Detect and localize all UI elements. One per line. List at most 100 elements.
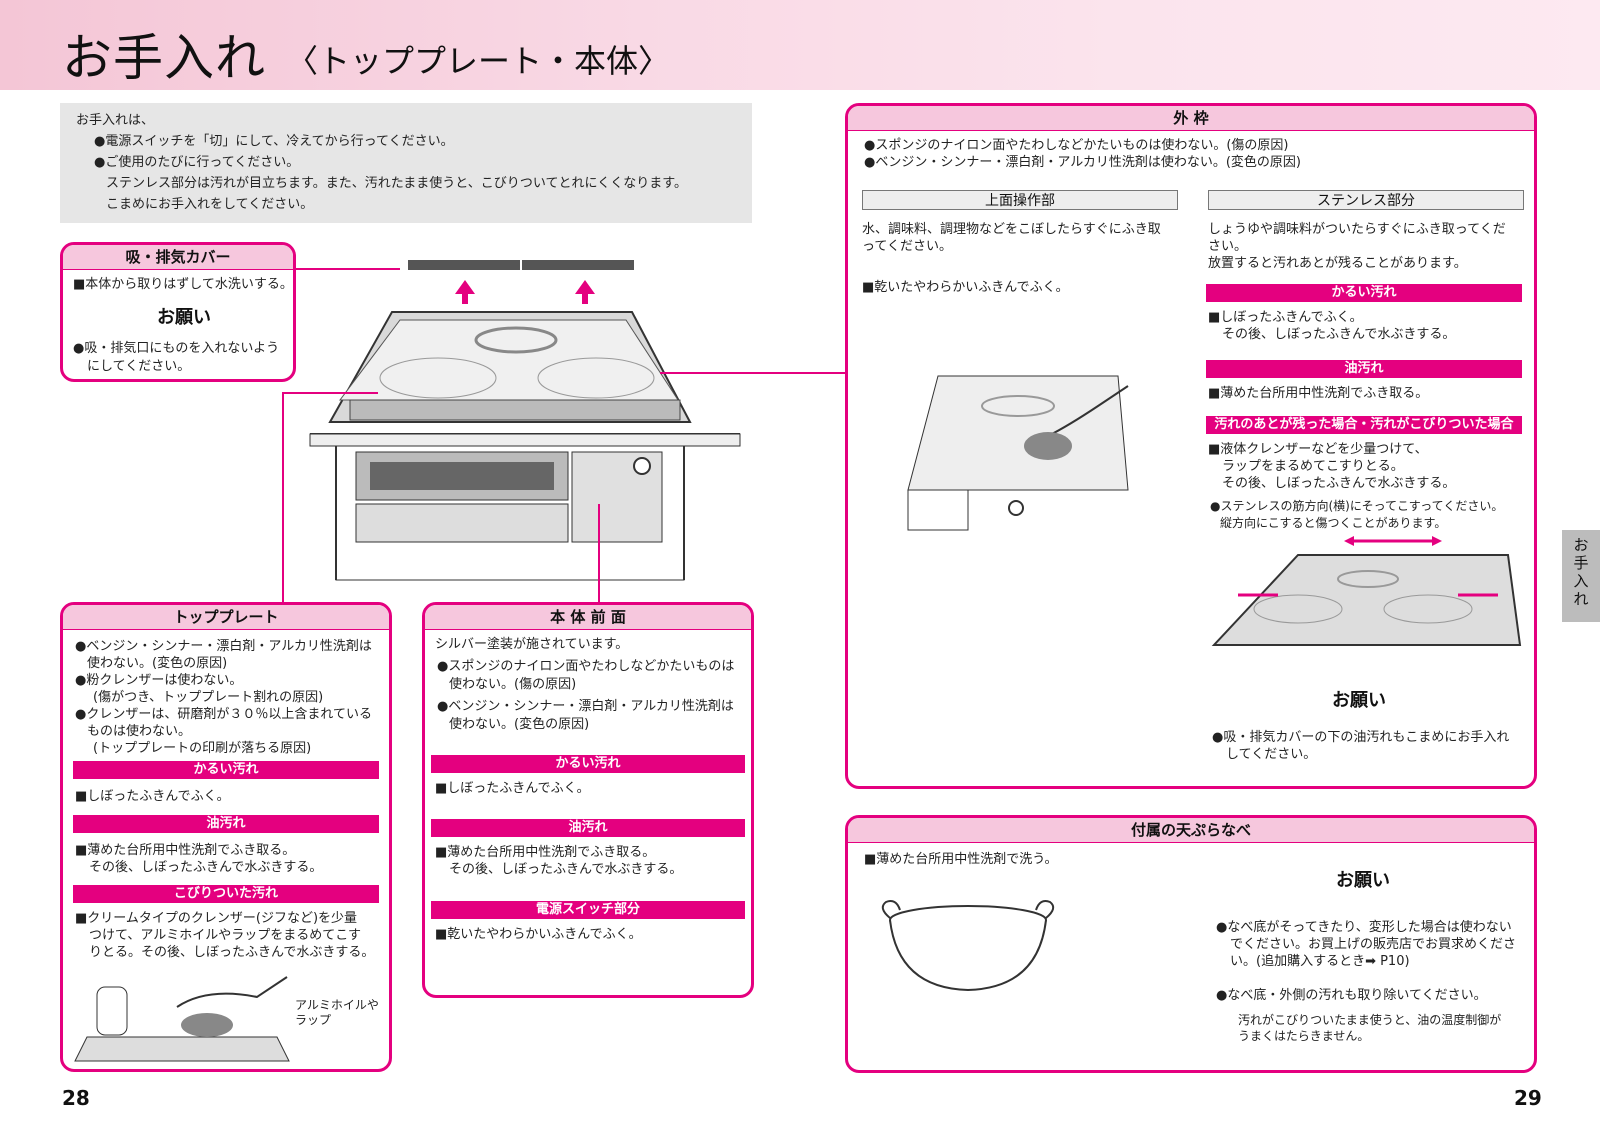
front-oil: その後、しぼったふきんで水ぶきする。 <box>449 862 683 877</box>
topplate-line: (傷がつき、トッププレート割れの原因) <box>93 690 324 705</box>
topplate-line: ●クレンザーは、研磨剤が３０％以上含まれている <box>75 707 372 722</box>
stainless-head: ステンレス部分 <box>1208 190 1524 210</box>
cover-title: 吸・排気カバー <box>63 245 293 270</box>
frame-note: ●ステンレスの筋方向(横)にそってこすってください。 <box>1210 499 1504 513</box>
oil-dirt-bar: 油汚れ <box>431 819 745 837</box>
frame-light: その後、しぼったふきんで水ぶきする。 <box>1222 327 1456 342</box>
pot-handle-icon <box>881 900 901 919</box>
top-plate-glass <box>339 319 679 401</box>
front-oil: ■薄めた台所用中性洗剤でふき取る。 <box>435 845 656 860</box>
frame-onegai-text: してください。 <box>1226 747 1317 762</box>
pot-note: ●なべ底がそってきたり、変形した場合は使わない <box>1216 920 1512 935</box>
foil-callout: ラップ <box>295 1013 332 1027</box>
topplate-line: ●粉クレンザーは使わない。 <box>75 673 243 688</box>
hand-icon <box>176 976 288 1008</box>
topplate-oil: ■薄めた台所用中性洗剤でふき取る。 <box>75 843 296 858</box>
control-panel <box>349 399 681 421</box>
grill-glass <box>370 462 554 490</box>
page-title: お手入れ <box>62 29 266 87</box>
frame-left-text: 水、調味料、調理物などをこぼしたらすぐにふき取 <box>862 222 1161 237</box>
frame-note: 縦方向にこすると傷つくことがあります。 <box>1220 516 1447 530</box>
frame-stuck: ■液体クレンザーなどを少量つけて、 <box>1208 442 1428 457</box>
connector-line <box>282 392 378 394</box>
pot-panel: 付属の天ぷらなべ ■薄めた台所用中性洗剤で洗う。 お願い ●なべ底がそってきたり… <box>845 815 1537 1073</box>
burner-ring <box>1253 594 1343 624</box>
topplate-stuck: ■クリームタイプのクレンザー(ジフなど)を少量 <box>75 911 358 926</box>
scrubbing-illustration <box>74 976 290 1062</box>
center-burner <box>474 326 558 354</box>
stainless-direction-illustration <box>1211 536 1522 646</box>
light-dirt-bar: かるい汚れ <box>1206 284 1522 302</box>
frame-onegai-text: ●吸・排気カバーの下の油汚れもこまめにお手入れ <box>1212 730 1510 745</box>
topplate-light: ■しぼったふきんでふく。 <box>75 789 230 804</box>
frame-stuck: その後、しぼったふきんで水ぶきする。 <box>1222 476 1456 491</box>
cover-body: ■本体から取りはずして水洗いする。 <box>73 277 293 292</box>
up-arrow-icon <box>575 280 595 304</box>
frame-line: ●スポンジのナイロン面やたわしなどかたいものは使わない。(傷の原因) <box>864 138 1289 153</box>
cooktop-illustration <box>309 260 741 581</box>
side-tab[interactable]: お手入れ <box>1562 530 1600 622</box>
frame-right-text: しょうゆや調味料がついたらすぐにふき取ってくだ <box>1208 222 1506 237</box>
tempura-pot-illustration <box>881 900 1055 992</box>
front-light: ■しぼったふきんでふく。 <box>435 781 590 796</box>
page-number-left: 28 <box>62 1086 90 1110</box>
topplate-title: トッププレート <box>63 605 389 630</box>
pot-note: ●なべ底・外側の汚れも取り除いてください。 <box>1216 988 1487 1003</box>
topplate-stuck: つけて、アルミホイルやラップをまるめてこす <box>89 928 361 943</box>
intro-extra: ステンレス部分は汚れが目立ちます。また、汚れたまま使うと、こびりついてとれにくく… <box>106 176 687 191</box>
plate-shape <box>907 375 1129 491</box>
pot-note: でください。お買上げの販売店でお買求めくださ <box>1230 937 1517 952</box>
oil-dirt-bar: 油汚れ <box>1206 360 1522 378</box>
page-number-right: 29 <box>1514 1086 1542 1110</box>
exhaust-cover-right <box>522 260 634 270</box>
topplate-line: ものは使わない。 <box>87 724 192 739</box>
grill-front <box>907 489 969 531</box>
pot-body-shape <box>889 919 1047 992</box>
frame-right-text: さい。 <box>1208 239 1248 254</box>
pot-note: うまくはたらきません。 <box>1238 1029 1370 1043</box>
frame-title: 外 枠 <box>848 106 1534 131</box>
arrow-head-icon <box>1344 536 1354 546</box>
topplate-panel: トッププレート ●ベンジン・シンナー・漂白剤・アルカリ性洗剤は 使わない。(変色… <box>60 602 392 1072</box>
burner-ring <box>981 395 1055 417</box>
grill-door <box>355 503 569 543</box>
top-controls-head: 上面操作部 <box>862 190 1178 210</box>
cover-note: にしてください。 <box>87 359 191 374</box>
connector-line <box>282 392 284 602</box>
switch-bar: 電源スイッチ部分 <box>431 901 745 919</box>
foil-wrap-icon <box>181 1013 233 1037</box>
intro-item: ●電源スイッチを「切」にして、冷えてから行ってください。 <box>94 134 454 149</box>
intro-extra: こまめにお手入れをしてください。 <box>106 197 314 212</box>
front-title: 本 体 前 面 <box>425 605 751 630</box>
right-burner <box>537 357 655 399</box>
intro-note: お手入れは、 ●電源スイッチを「切」にして、冷えてから行ってください。 ●ご使用… <box>60 103 752 223</box>
connector-line <box>660 372 846 374</box>
topplate-line: 使わない。(変色の原因) <box>87 656 228 671</box>
front-line: ●スポンジのナイロン面やたわしなどかたいものは <box>437 659 735 674</box>
plate-shape <box>1211 554 1522 646</box>
intro-lead: お手入れは、 <box>76 113 155 128</box>
foil-callout: アルミホイルや <box>295 998 379 1012</box>
frame-line: ●ベンジン・シンナー・漂白剤・アルカリ性洗剤は使わない。(変色の原因) <box>864 155 1301 170</box>
stuck-dirt-bar: 汚れのあとが残った場合・汚れがこびりついた場合 <box>1206 416 1522 434</box>
counter-top <box>309 433 741 447</box>
front-line: ●ベンジン・シンナー・漂白剤・アルカリ性洗剤は <box>437 699 734 714</box>
cleanser-bottle-icon <box>96 986 128 1036</box>
power-switch-icon <box>633 457 651 475</box>
frame-right-text: 放置すると汚れあとが残ることがあります。 <box>1208 256 1467 271</box>
front-switch: ■乾いたやわらかいふきんでふく。 <box>435 927 642 942</box>
frame-light: ■しぼったふきんでふく。 <box>1208 310 1363 325</box>
frame-left-text: ってください。 <box>862 239 952 254</box>
pot-title: 付属の天ぷらなべ <box>848 818 1534 843</box>
burner-ring <box>1383 594 1473 624</box>
frame-oil: ■薄めた台所用中性洗剤でふき取る。 <box>1208 386 1429 401</box>
onegai-label: お願い <box>1332 858 1390 896</box>
light-dirt-bar: かるい汚れ <box>73 761 379 779</box>
header-band <box>0 0 1600 90</box>
connector-line <box>290 268 400 270</box>
light-dirt-bar: かるい汚れ <box>431 755 745 773</box>
frame-stuck: ラップをまるめてこすりとる。 <box>1222 459 1404 474</box>
power-switch-icon <box>1008 500 1024 516</box>
front-line: 使わない。(傷の原因) <box>449 677 577 692</box>
topplate-line: (トッププレートの印刷が落ちる原因) <box>93 741 312 756</box>
